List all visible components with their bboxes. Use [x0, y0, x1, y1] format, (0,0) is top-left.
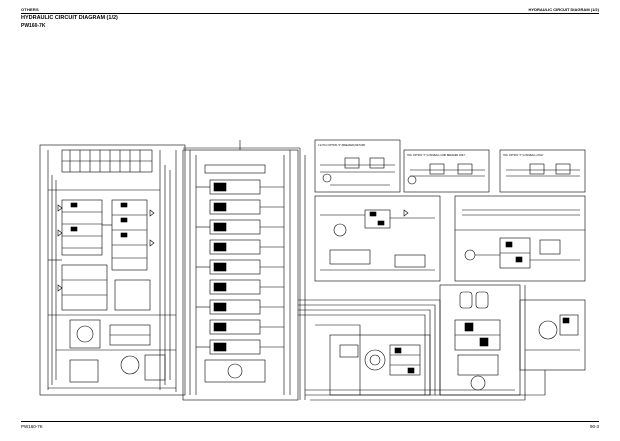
option-box-3	[499, 149, 586, 193]
header-rule	[21, 13, 599, 14]
main-circuit-left	[39, 144, 186, 396]
pump-circuit	[439, 284, 521, 396]
motor-circuit	[329, 334, 431, 396]
bus-lines	[298, 285, 526, 401]
option-box-2	[403, 149, 490, 193]
far-right-circuit	[519, 299, 586, 396]
option-box-1-label: 2 & HCU OPTION "4" (BREAKER) RETURN	[318, 144, 366, 147]
control-valve-stack	[182, 140, 306, 401]
section-header-right: HYDRAULIC CIRCUIT DIAGRAM (1/2)	[528, 7, 599, 12]
footer-rule	[21, 421, 599, 422]
option-box-1	[314, 139, 401, 193]
model-label: PW160-7K	[21, 23, 46, 29]
footer-model: PW160-7K	[21, 424, 43, 429]
page-title: HYDRAULIC CIRCUIT DIAGRAM (1/2)	[21, 15, 118, 21]
right-circuit	[454, 195, 586, 282]
section-header: OTHERS	[21, 7, 39, 12]
middle-right-circuit	[314, 195, 441, 282]
option-box-3-label: HCU OPTION "3" (LONGBALL) ONLY	[503, 154, 544, 157]
option-box-2-label: HCU OPTION "3" (LONGBALL) AND BREAKER ON…	[407, 154, 466, 157]
page-number: 90-3	[589, 424, 599, 429]
